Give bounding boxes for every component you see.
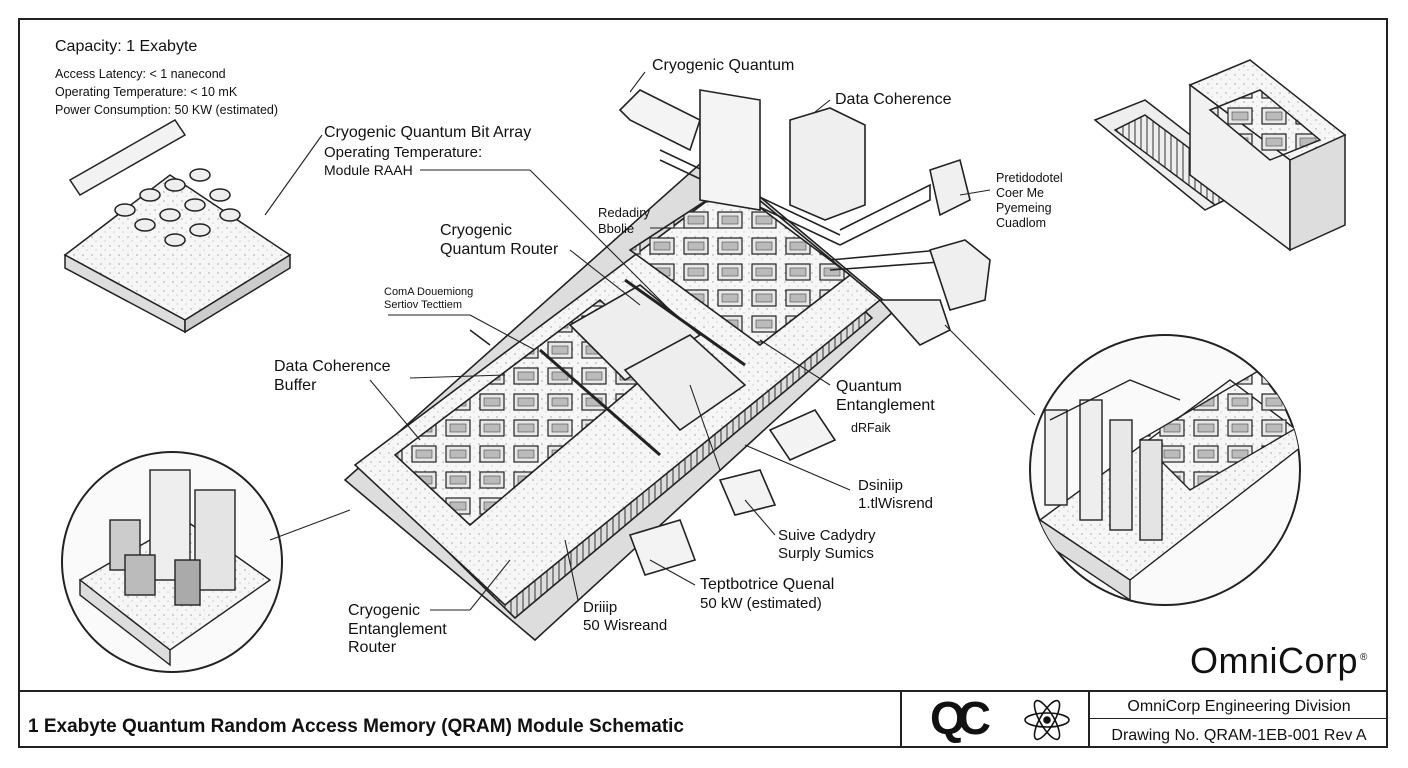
qc-logo-text: QC: [930, 692, 990, 744]
label-drip-1: Driiip: [583, 599, 618, 616]
label-buffer-1: Data Coherence: [274, 358, 391, 375]
brand-wordmark: OmniCorp®: [1190, 640, 1368, 682]
detail-circle-left: [61, 451, 283, 673]
label-redundancy-1: Redadiry: [598, 205, 651, 220]
label-supply-2: Surply Sumics: [778, 545, 874, 562]
drawing-frame: [18, 18, 1388, 748]
power-spec: Power Consumption: 50 KW (estimated): [55, 103, 279, 117]
capacitor-board: [63, 119, 292, 334]
label-cer-2: Entanglement: [348, 621, 447, 638]
brand-name: OmniCorp: [1190, 640, 1359, 681]
label-predictive-4: Cuadlom: [996, 216, 1047, 230]
label-cer-1: Cryogenic: [348, 602, 421, 619]
leader-lines: [264, 71, 1036, 611]
title-block: [18, 690, 1388, 748]
qc-logo: QC: [930, 692, 1070, 744]
label-supply-1: Suive Cadydry: [778, 527, 876, 544]
org-name: OmniCorp Engineering Division: [1127, 698, 1351, 715]
label-coma-2: Sertiov Tecttiem: [384, 299, 463, 311]
registered-mark: ®: [1360, 652, 1368, 663]
label-data-coherence-top: Data Coherence: [835, 91, 952, 108]
label-cer-3: Router: [348, 639, 397, 656]
label-redundancy-2: Bbolie: [598, 221, 635, 236]
detail-circle-right: [1029, 334, 1301, 606]
temperature-spec: Operating Temperature: < 10 mK: [55, 85, 238, 99]
label-entangle-3: dRFaik: [851, 421, 891, 435]
title-block-divider: [1090, 718, 1388, 719]
label-buffer-2: Buffer: [274, 377, 317, 394]
label-drip-2: 50 Wisreand: [583, 617, 668, 634]
label-entangle-1: Quantum: [836, 378, 902, 395]
drawing-title: 1 Exabyte Quantum Random Access Memory (…: [28, 716, 685, 737]
label-predictive-2: Coer Me: [996, 186, 1044, 200]
label-dstrip-1: Dsiniip: [858, 477, 904, 494]
coolant-pipes: [618, 89, 991, 576]
label-router-2: Quantum Router: [440, 241, 559, 258]
label-entangle-2: Entanglement: [836, 397, 935, 414]
atom-icon: [1024, 699, 1070, 741]
main-board: [343, 153, 897, 642]
label-thermal-1: Teptbotrice Quenal: [700, 576, 835, 593]
logo-cell: QC: [900, 690, 1090, 748]
connector-module: [1093, 59, 1347, 252]
label-cryogenic-quantum: Cryogenic Quantum: [652, 57, 795, 74]
label-router-1: Cryogenic: [440, 222, 513, 239]
spec-block: Capacity: 1 Exabyte Access Latency: < 1 …: [55, 38, 278, 119]
label-dstrip-2: 1.tlWisrend: [858, 495, 934, 512]
label-bit-array-title: Cryogenic Quantum Bit Array: [324, 124, 532, 141]
capacity-spec: Capacity: 1 Exabyte: [55, 38, 198, 55]
drawing-number: Drawing No. QRAM-1EB-001 Rev A: [1111, 727, 1367, 744]
label-predictive-3: Pyemeing: [996, 201, 1052, 215]
label-coma-1: ComA Douemiong: [384, 286, 474, 298]
label-thermal-2: 50 kW (estimated): [700, 595, 822, 612]
label-bit-array-module: Module RAAH: [324, 162, 413, 178]
label-bit-array-temp: Operating Temperature:: [324, 144, 483, 161]
latency-spec: Access Latency: < 1 nanecond: [55, 67, 226, 81]
label-predictive-1: Pretidodotel: [996, 171, 1063, 185]
